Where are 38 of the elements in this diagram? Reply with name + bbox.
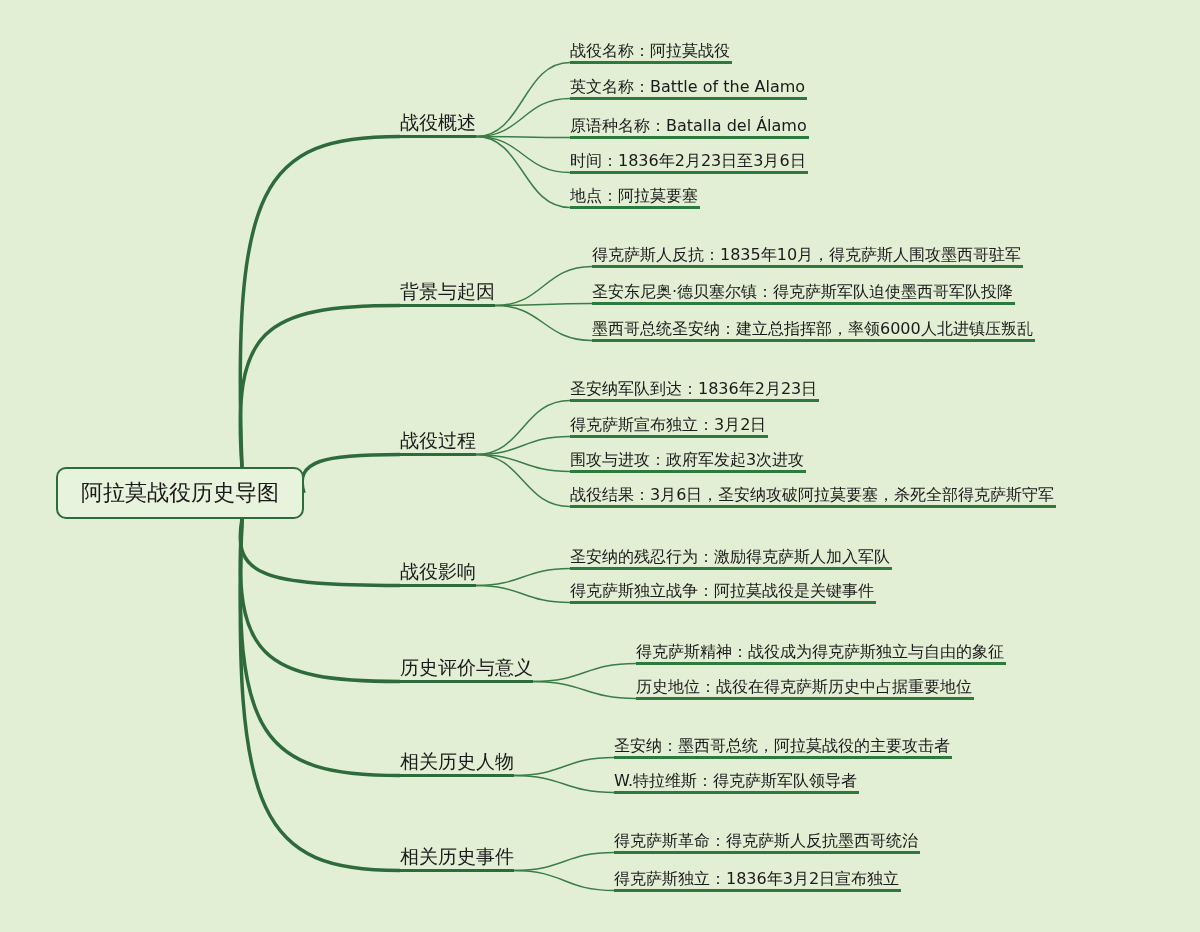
subtopic-text: 圣安纳：墨西哥总统，阿拉莫战役的主要攻击者 bbox=[614, 735, 952, 759]
branch-topic: 历史评价与意义 bbox=[400, 655, 533, 683]
subtopic-text: 得克萨斯宣布独立：3月2日 bbox=[570, 414, 769, 438]
subtopic-text: 时间：1836年2月23日至3月6日 bbox=[570, 150, 808, 174]
branch-topic: 战役概述 bbox=[400, 110, 476, 138]
connector bbox=[513, 774, 615, 794]
subtopic-text: W.特拉维斯：得克萨斯军队领导者 bbox=[614, 770, 860, 794]
connector bbox=[513, 869, 615, 892]
connector bbox=[475, 135, 571, 209]
subtopic-text: 英文名称：Battle of the Alamo bbox=[570, 76, 808, 100]
subtopic-text: 战役名称：阿拉莫战役 bbox=[570, 40, 732, 64]
subtopic-text: 得克萨斯人反抗：1835年10月，得克萨斯人围攻墨西哥驻军 bbox=[592, 244, 1024, 268]
subtopic-text: 圣安纳的残忍行为：激励得克萨斯人加入军队 bbox=[570, 546, 892, 570]
connector bbox=[532, 680, 637, 700]
subtopic-text: 地点：阿拉莫要塞 bbox=[570, 185, 700, 209]
subtopic-text: 圣安东尼奥·德贝塞尔镇：得克萨斯军队迫使墨西哥军队投降 bbox=[592, 281, 1016, 305]
subtopic-text: 得克萨斯独立战争：阿拉莫战役是关键事件 bbox=[570, 580, 876, 604]
subtopic-text: 得克萨斯革命：得克萨斯人反抗墨西哥统治 bbox=[614, 830, 920, 854]
subtopic-text: 原语种名称：Batalla del Álamo bbox=[570, 115, 809, 139]
subtopic-text: 墨西哥总统圣安纳：建立总指挥部，率领6000人北进镇压叛乱 bbox=[592, 318, 1035, 342]
branch-topic: 相关历史人物 bbox=[400, 749, 514, 777]
subtopic-text: 战役结果：3月6日，圣安纳攻破阿拉莫要塞，杀死全部得克萨斯守军 bbox=[570, 484, 1057, 508]
connector bbox=[475, 453, 571, 508]
central-topic-box: 阿拉莫战役历史导图 bbox=[56, 467, 304, 519]
branch-topic: 相关历史事件 bbox=[400, 844, 514, 872]
subtopic-text: 历史地位：战役在得克萨斯历史中占据重要地位 bbox=[636, 676, 974, 700]
connector bbox=[238, 303, 401, 468]
subtopic-text: 得克萨斯精神：战役成为得克萨斯独立与自由的象征 bbox=[636, 641, 1006, 665]
connector bbox=[494, 304, 593, 342]
branch-topic: 战役影响 bbox=[400, 559, 476, 587]
subtopic-text: 围攻与进攻：政府军发起3次进攻 bbox=[570, 449, 807, 473]
connector bbox=[238, 518, 401, 873]
connector bbox=[475, 584, 571, 604]
branch-topic: 背景与起因 bbox=[400, 279, 495, 307]
subtopic-text: 圣安纳军队到达：1836年2月23日 bbox=[570, 378, 820, 402]
branch-topic: 战役过程 bbox=[400, 428, 476, 456]
subtopic-text: 得克萨斯独立：1836年3月2日宣布独立 bbox=[614, 868, 902, 892]
connector bbox=[300, 452, 400, 494]
